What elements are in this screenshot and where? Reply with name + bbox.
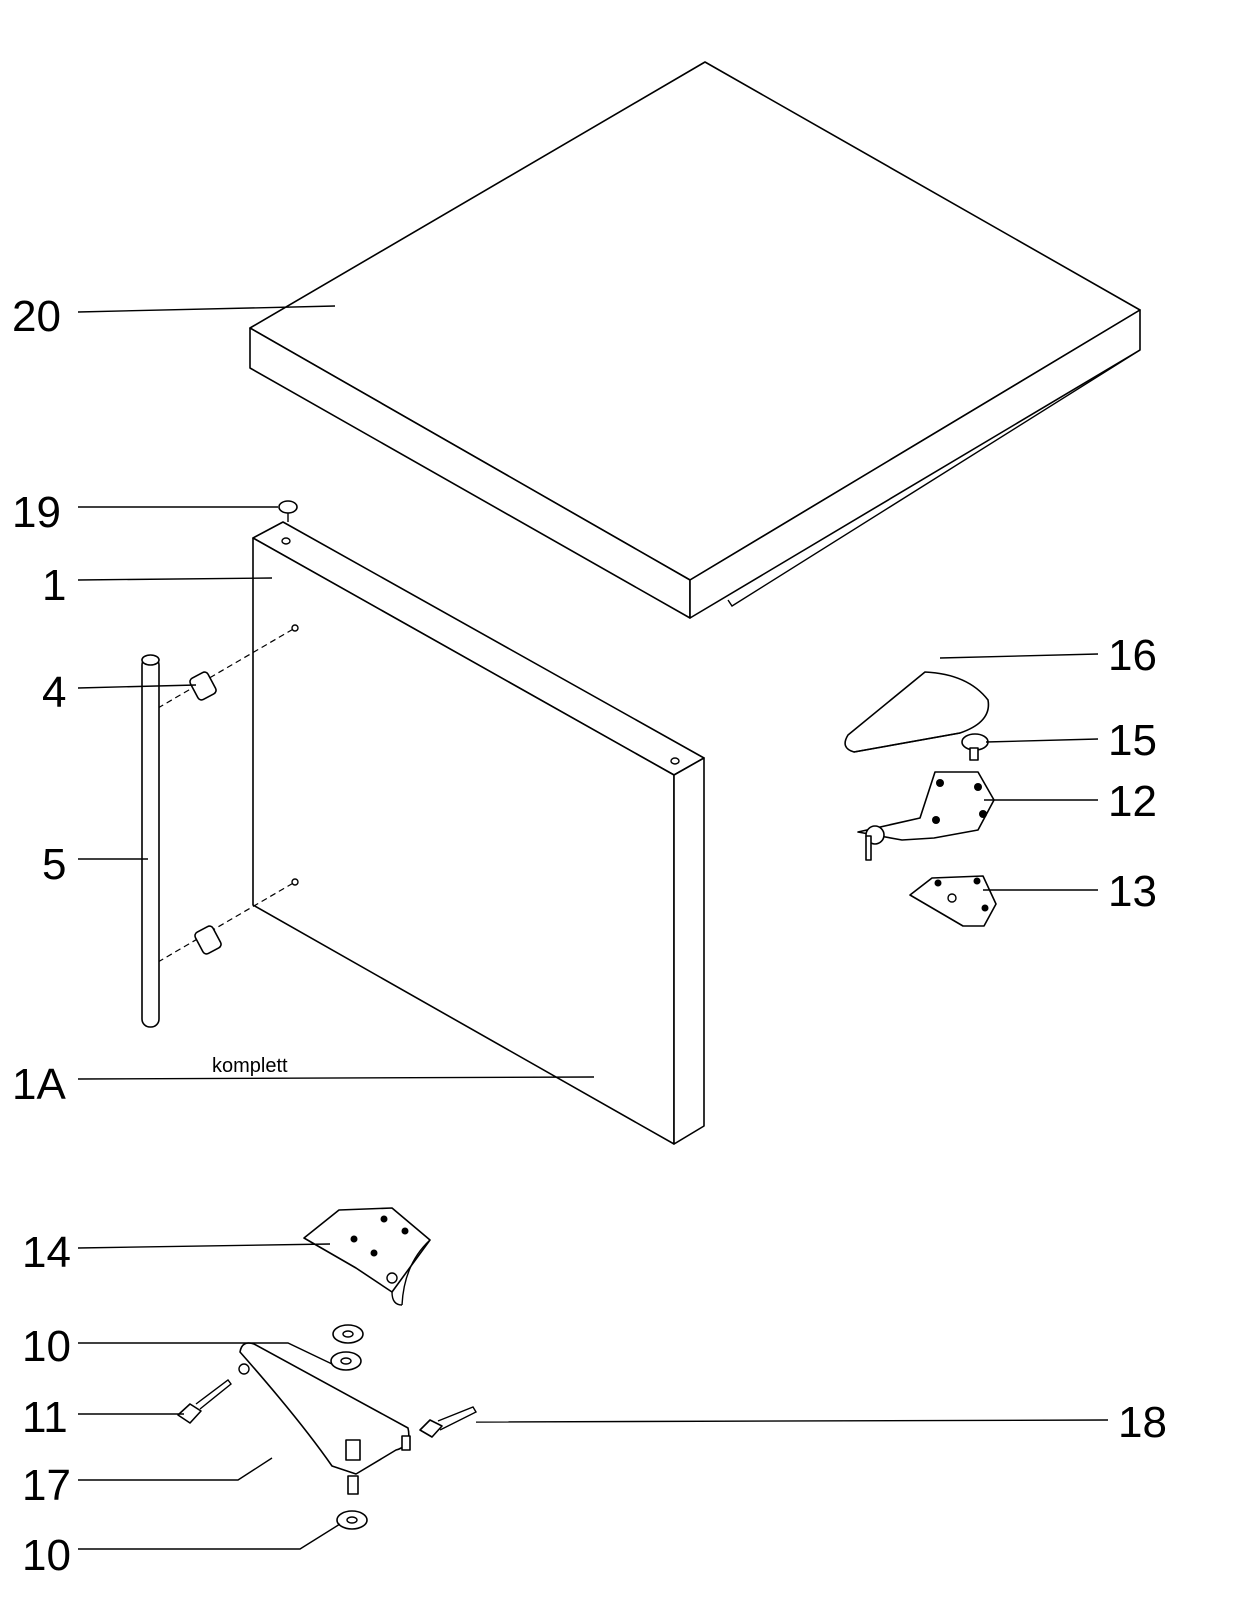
hinge-bracket-part-17 [238,1342,411,1495]
callout-labels: 20 19 1 4 5 1A komplett 16 15 12 13 14 1… [12,292,1167,1580]
callout-17: 17 [22,1461,71,1510]
callout-11: 11 [22,1393,68,1442]
leader-lines [77,305,1109,1550]
komplett-note: komplett [212,1055,288,1077]
screw-part-11 [177,1379,232,1424]
cover-plate-part-16 [844,671,990,753]
washers-part-10 [330,1324,368,1530]
callout-14: 14 [22,1228,71,1277]
rod-part-5 [141,654,160,1028]
hinge-plate-part-12 [857,771,995,861]
callout-4: 4 [42,668,66,717]
top-board-part [249,61,1141,619]
callout-18: 18 [1118,1398,1167,1447]
callout-10-top: 10 [22,1322,71,1371]
callout-1a: 1A [12,1060,66,1109]
callout-16: 16 [1108,631,1157,680]
cap-part-19 [278,500,298,522]
knob-part-15 [961,733,989,761]
screw-part-18 [419,1406,477,1438]
callout-12: 12 [1108,777,1157,826]
callout-1: 1 [42,561,66,610]
callout-20: 20 [12,292,61,341]
base-plate-part-13 [909,875,997,927]
callout-10-bottom: 10 [22,1531,71,1580]
callout-5: 5 [42,840,66,889]
connector-part-4 [189,671,222,955]
callout-19: 19 [12,488,61,537]
callout-15: 15 [1108,716,1157,765]
side-panel-part [157,521,705,1145]
bracket-part-14 [303,1207,431,1306]
callout-13: 13 [1108,867,1157,916]
